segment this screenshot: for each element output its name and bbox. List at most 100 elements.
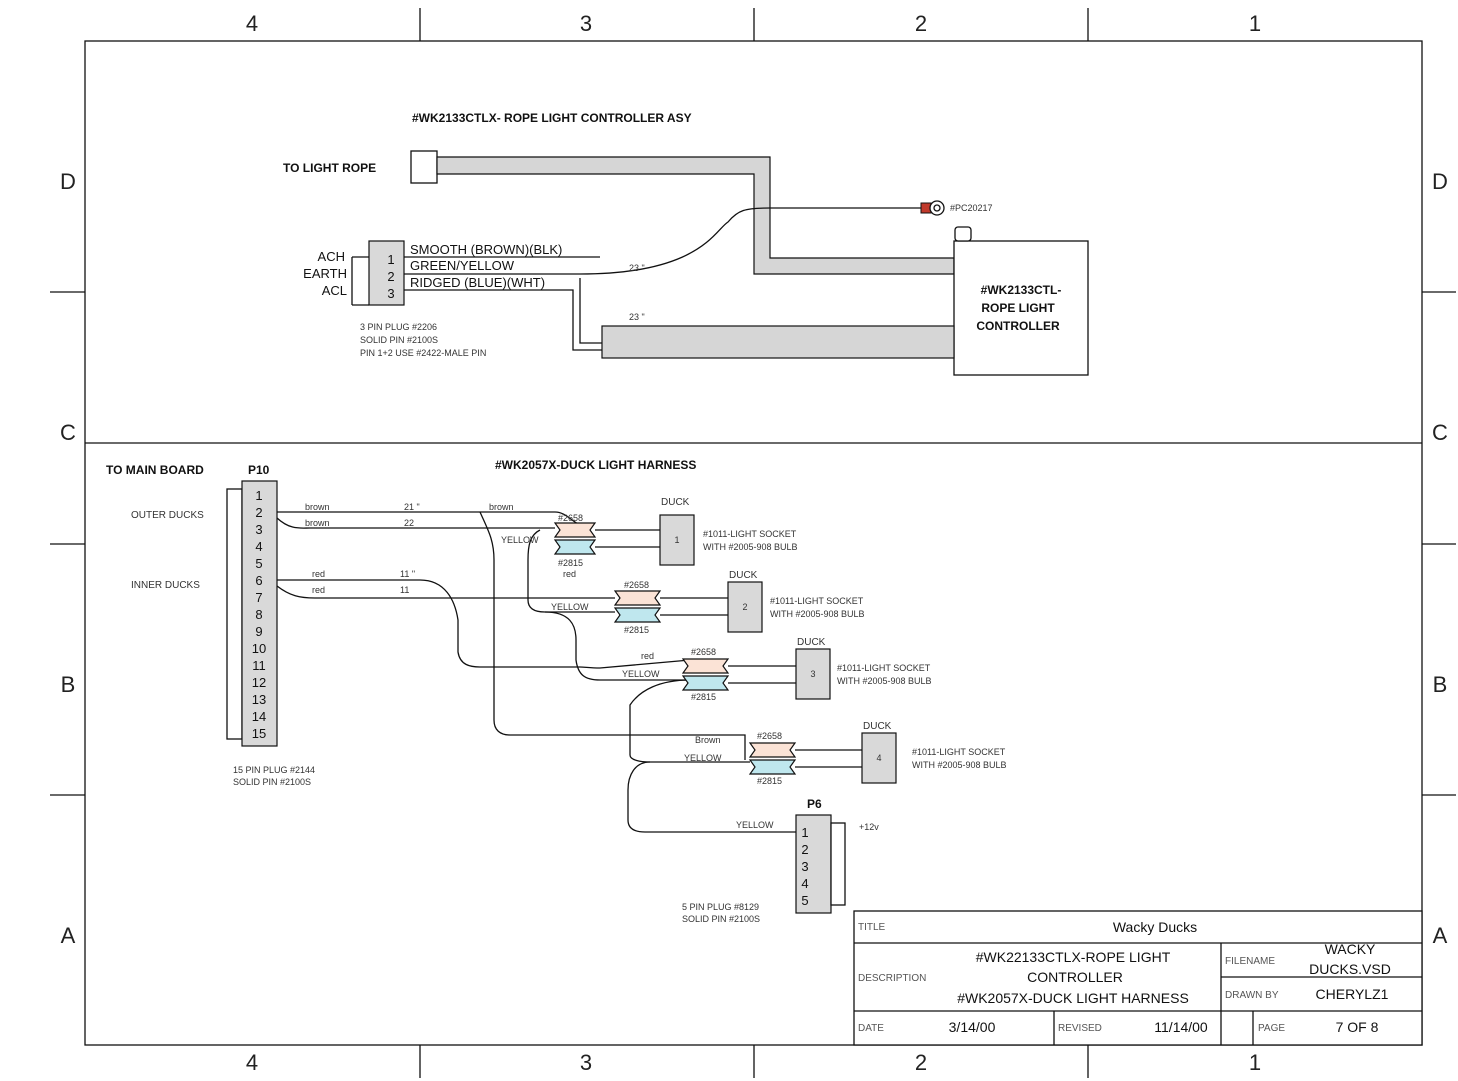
duck-1-assembly: #2658 #2815 1 DUCK #1011-LIGHT SOCKET WI… [553,497,798,568]
inner-red-wire-1 [277,579,691,669]
zone-labels: 4 3 2 1 4 3 2 1 D C B A D C B A [60,11,1448,1075]
duck-4-assembly: #2658 #2815 4 DUCK #1011-LIGHT SOCKET WI… [748,721,1007,786]
zone-row-c-right: C [1432,420,1448,445]
description-label: DESCRIPTION [858,973,926,984]
zone-col-4-bottom: 4 [246,1050,258,1075]
ring-terminal-part: #PC20217 [950,203,993,213]
drawn-by-label: DRAWN BY [1225,990,1279,1001]
splice-label-top: #2658 [691,647,716,657]
duck-4-socket-line2: WITH #2005-908 BULB [912,760,1007,770]
wire-length-11b: 11 [400,585,409,595]
duck-4-label: DUCK [863,721,892,732]
yellow-wire-duck4 [629,679,750,763]
p10-pin: 10 [252,641,266,656]
duck-2-socket-line2: WITH #2005-908 BULB [770,609,865,619]
zone-row-d-left: D [60,169,76,194]
duck-4-number: 4 [876,753,881,763]
zone-col-2-bottom: 2 [915,1050,927,1075]
wire-label-smooth: SMOOTH (BROWN)(BLK) [410,242,562,257]
p10-pin: 4 [255,539,262,554]
p6-pin: 3 [801,859,808,874]
duck-3-socket-line1: #1011-LIGHT SOCKET [837,663,931,673]
bottom-section-title: #WK2057X-DUCK LIGHT HARNESS [495,458,696,472]
p10-pin: 8 [255,607,262,622]
plug-label-earth: EARTH [303,266,347,281]
p10-pin: 7 [255,590,262,605]
duck-2-socket [727,581,763,633]
zone-col-2-top: 2 [915,11,927,36]
inner-ducks-label: INNER DUCKS [131,580,200,591]
duck-3-socket-line2: WITH #2005-908 BULB [837,676,932,686]
three-pin-plug [368,240,405,306]
splice-2815-duck3 [681,675,730,691]
splice-label-bot: #2815 [558,558,583,568]
zone-row-d-right: D [1432,169,1448,194]
plug-note-3: PIN 1+2 USE #2422-MALE PIN [360,348,486,358]
duck-1-label: DUCK [661,497,690,508]
revised-value: 11/14/00 [1154,1019,1208,1035]
plug-pin-1: 1 [387,252,394,267]
p10-pin: 11 [252,658,266,673]
inner-red-wire-2 [276,585,615,599]
zone-col-1-top: 1 [1249,11,1261,36]
splice-2815-duck2 [613,607,662,623]
plug-pin-3: 3 [387,286,394,301]
controller-label-line1: #WK2133CTL- [981,283,1062,297]
splice-label-bot: #2815 [624,625,649,635]
p10-pin: 5 [255,556,262,571]
wire-label-green-yellow: GREEN/YELLOW [410,258,515,273]
p10-pin: 9 [255,624,262,639]
wire-brown-2: brown [305,518,330,528]
splice-label-bot: #2815 [757,776,782,786]
drawing-frame [50,8,1456,1078]
yellow-wire-p6 [627,761,796,833]
filename-line2: DUCKS.VSD [1309,961,1391,977]
wire-brown-3: brown [489,502,514,512]
page-value: 7 OF 8 [1336,1019,1379,1035]
filename-line1: WACKY [1325,941,1376,957]
p10-note-2: SOLID PIN #2100S [233,777,311,787]
duck-1-socket-line2: WITH #2005-908 BULB [703,542,798,552]
duck-3-label: DUCK [797,637,826,648]
wire-red-2: red [312,585,325,595]
splice-2815-duck4 [748,759,797,775]
duck-2-label: DUCK [729,570,758,581]
plug-note-1: 3 PIN PLUG #2206 [360,322,437,332]
zone-row-c-left: C [60,420,76,445]
drawing-title: Wacky Ducks [1113,919,1197,935]
p6-label: P6 [807,797,822,811]
to-main-board-label: TO MAIN BOARD [106,463,204,477]
splice-2815-duck1 [553,539,597,555]
p10-pins: 1 2 3 4 5 6 7 8 9 10 11 12 13 14 15 [252,488,266,741]
wire-label-ridged: RIDGED (BLUE)(WHT) [410,275,545,290]
wire-brown-4: Brown [695,735,721,745]
duck-1-socket [659,514,695,566]
p6-connector-assembly: P6 1 2 3 4 5 +12v 5 PIN PLUG #8129 SOLID… [682,797,879,924]
rope-light-controller-assembly: #WK2133CTLX- ROPE LIGHT CONTROLLER ASY T… [283,111,1089,376]
brown-wire-duck4 [479,511,746,760]
controller-knob [954,226,972,242]
p10-pin: 13 [252,692,266,707]
date-value: 3/14/00 [949,1019,996,1035]
splice-2658-duck3 [681,658,730,674]
splice-label-top: #2658 [757,731,782,741]
duck-4-socket [861,732,897,784]
duck-3-number: 3 [810,669,815,679]
top-section-title: #WK2133CTLX- ROPE LIGHT CONTROLLER ASY [412,111,692,125]
p6-housing [830,822,846,906]
wire-length-b: 23 " [629,312,645,322]
zone-col-4-top: 4 [246,11,258,36]
duck-1-socket-line1: #1011-LIGHT SOCKET [703,529,797,539]
ridged-blue-wire [404,289,602,351]
p10-pin: 15 [252,726,266,741]
splice-2658-duck1 [553,522,597,538]
splice-2658-duck2 [613,590,662,606]
description-line1: #WK22133CTLX-ROPE LIGHT [976,949,1171,965]
zone-col-1-bottom: 1 [1249,1050,1261,1075]
p10-pin: 3 [255,522,262,537]
controller-label-line2: ROPE LIGHT [981,301,1055,315]
duck-1-number: 1 [674,535,679,545]
duck-4-socket-line1: #1011-LIGHT SOCKET [912,747,1006,757]
yellow-wire-duck3 [544,611,690,681]
description-line2: CONTROLLER [1027,969,1123,985]
